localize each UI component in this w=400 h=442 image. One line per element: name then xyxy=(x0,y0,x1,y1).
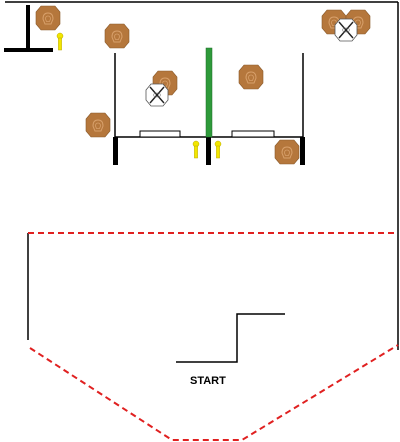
paper-target-icon xyxy=(35,5,61,31)
fault-line-lower xyxy=(29,344,399,441)
low-wall-left xyxy=(139,130,181,138)
bay-right-post xyxy=(300,137,305,165)
steel-popper-icon xyxy=(192,140,200,159)
steel-popper-icon xyxy=(214,140,222,159)
low-wall-right xyxy=(231,130,275,138)
no-shoot-icon xyxy=(145,83,169,107)
start-label: START xyxy=(190,375,226,387)
center-divider-post xyxy=(205,47,213,138)
steel-popper-icon xyxy=(56,32,64,51)
start-position-line xyxy=(176,313,285,363)
paper-target-icon xyxy=(238,64,264,90)
no-shoot-icon xyxy=(334,18,358,42)
paper-target-icon xyxy=(104,23,130,49)
bay-left-post xyxy=(113,137,118,165)
paper-target-icon xyxy=(85,112,111,138)
paper-target-icon xyxy=(274,139,300,165)
bay-center-post xyxy=(206,137,211,165)
